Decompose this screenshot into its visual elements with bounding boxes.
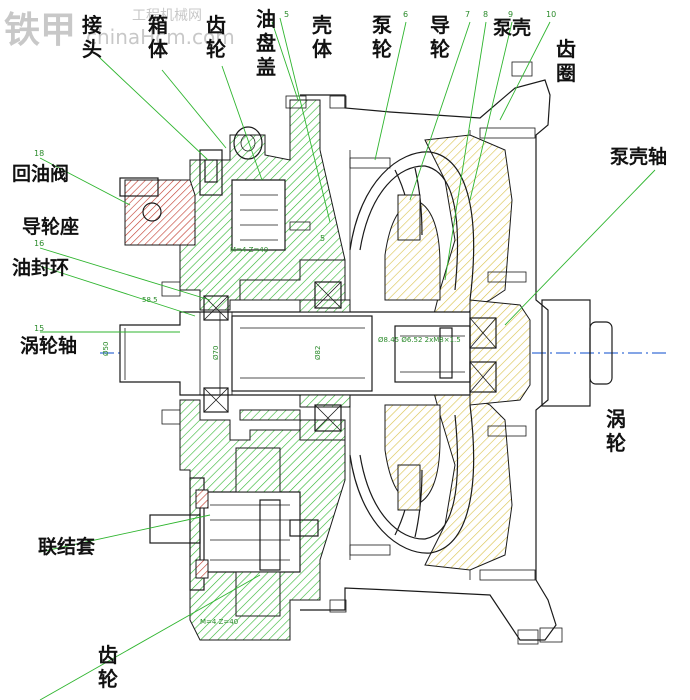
part-number-18: 18 (34, 149, 44, 158)
label-char: 齿 (98, 643, 118, 667)
label-char: 盘 (256, 31, 276, 55)
label-char: 接 (82, 13, 102, 37)
part-number-6: 6 (403, 10, 408, 19)
label-char: 轮 (206, 37, 226, 61)
label-char: 圈 (556, 61, 576, 85)
label-char: 箱 (148, 13, 168, 37)
label-oil-return-valve: 回油阀 (12, 162, 69, 185)
label-oil-seal-ring: 油封环 (12, 256, 69, 279)
guide-seat-lower (239, 409, 346, 441)
label-char: 轮 (430, 37, 450, 61)
torus-bottom (349, 404, 475, 554)
label-char: 轮 (372, 37, 392, 61)
part-number-10: 10 (546, 10, 556, 19)
label-char: 泵 (372, 13, 392, 37)
label-char: 油 (256, 7, 276, 31)
oil-return-valve (124, 179, 196, 246)
label-pump-shell: 泵壳 (493, 16, 531, 39)
turbine-shaft (119, 311, 471, 396)
part-number-16: 16 (34, 239, 44, 248)
turbine-hub (394, 325, 471, 383)
label-oil-pan-cover: 油盘盖 (256, 7, 276, 79)
label-char: 体 (148, 37, 169, 61)
dim-gear-bottom: M=4 Z=40 (200, 618, 238, 626)
part-number-5b: 5 (320, 234, 325, 243)
lower-gear-train (149, 447, 319, 617)
label-char: 涡 (606, 407, 626, 431)
label-guide-wheel: 导轮 (430, 13, 450, 61)
label-pump-shell-shaft: 泵壳轴 (610, 145, 667, 168)
label-guide-wheel-seat: 导轮座 (22, 215, 79, 238)
dim-note: Ø8.45 Ø6.52 2xM8×1.5 (378, 336, 461, 344)
pump-shell-hub (469, 299, 531, 406)
bolts (161, 95, 536, 613)
dim-gear-mid: M=4 Z=40 (230, 246, 268, 254)
label-turbine: 涡轮 (606, 407, 626, 455)
label-gear-top: 齿轮 (206, 13, 226, 61)
label-joint: 接头 (82, 13, 102, 61)
part-number-5: 5 (284, 10, 289, 19)
watermark: 铁甲 工程机械网 chinaHcm.com (4, 8, 235, 51)
part-number-7: 7 (465, 10, 470, 19)
label-pump-wheel: 泵轮 (372, 13, 392, 61)
pump-shell-outline (300, 61, 613, 645)
label-char: 轮 (606, 431, 626, 455)
part-number-15: 15 (34, 324, 44, 333)
label-gear-bottom: 齿轮 (98, 643, 118, 691)
labels: 接头 箱体 齿轮 油盘盖 壳体 泵轮 导轮 泵壳 齿圈 泵壳轴 回油阀 导轮座 … (12, 7, 667, 691)
label-turbine-shaft: 涡轮轴 (20, 334, 77, 357)
lifting-eye (233, 126, 263, 160)
pump-shell-hatch-top (424, 134, 513, 331)
watermark-brand: 铁甲 (4, 10, 76, 51)
label-char: 导 (430, 13, 450, 37)
label-char: 壳 (311, 13, 332, 37)
label-char: 齿 (206, 13, 226, 37)
watermark-site: 工程机械网 (132, 8, 202, 24)
label-ring-gear: 齿圈 (556, 37, 576, 85)
torus-top (349, 151, 475, 301)
part-number-9: 9 (508, 10, 513, 19)
watermark-url: chinaHcm.com (86, 25, 235, 49)
label-char: 体 (312, 37, 333, 61)
label-coupling-sleeve: 联结套 (38, 535, 96, 558)
label-housing: 壳体 (311, 13, 333, 61)
label-char: 盖 (256, 55, 276, 79)
guide-seat (239, 259, 346, 301)
upper-gear (231, 179, 286, 251)
label-box: 箱体 (148, 13, 169, 61)
label-char: 齿 (556, 37, 576, 61)
label-char: 轮 (98, 667, 118, 691)
label-char: 头 (82, 37, 102, 61)
part-number-8: 8 (483, 10, 488, 19)
dim-size: 58.5 (142, 296, 158, 304)
dim-bore-c: Ø82 (314, 346, 322, 360)
dim-bore-a: Ø50 (102, 342, 110, 356)
dim-bore-b: Ø70 (212, 346, 220, 360)
leader-lines (39, 17, 656, 700)
